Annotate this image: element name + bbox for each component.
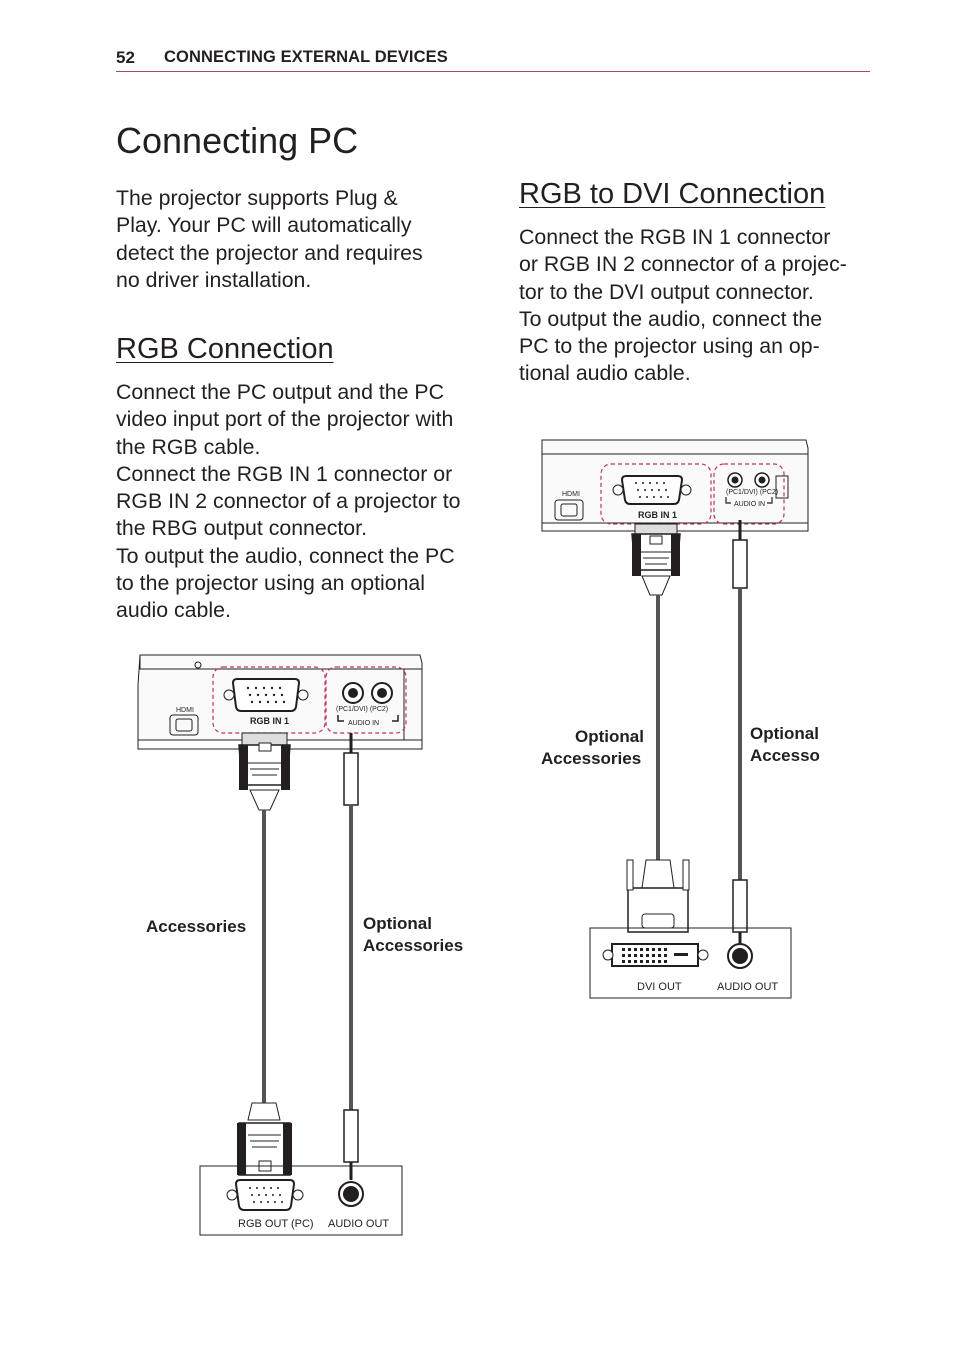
dvi-cable-label-line1: Optional xyxy=(575,727,644,746)
audio-plug-top xyxy=(732,520,748,589)
audio-in-label: AUDIO IN xyxy=(734,501,765,508)
dvi-line: tor to the DVI output connector. xyxy=(519,279,814,304)
pc-audio-out-jack xyxy=(727,943,753,969)
audio-cable-label-line2: Accessories xyxy=(750,746,820,765)
rgb-line: Connect the PC output and the PC xyxy=(116,380,444,404)
audio-plug-bottom xyxy=(732,879,748,948)
pc-rear-panel xyxy=(199,1165,403,1236)
intro-line: detect the projector and requires xyxy=(116,240,423,265)
dvi-line: PC to the projector using an op- xyxy=(519,334,820,359)
audio-in-sub-label: (PC1/DVI) (PC2) xyxy=(726,489,778,496)
rgb-line: to the projector using an optional xyxy=(116,571,426,596)
dvi-cable-label-line2: Accessories xyxy=(541,749,641,768)
rgb-line: the RBG output connector. xyxy=(116,516,367,541)
dvi-out-port xyxy=(602,943,709,967)
dvi-line: Connect the RGB IN 1 connector xyxy=(519,225,831,249)
vga-plug-top xyxy=(238,732,291,811)
rgb-line: Connect the RGB IN 1 connector or xyxy=(116,461,453,486)
hdmi-port-label: HDMI xyxy=(562,491,580,498)
rgb-line: audio cable. xyxy=(116,598,231,623)
hdmi-port-label: HDMI xyxy=(176,707,194,714)
rgb-in-port xyxy=(612,475,692,505)
rgb-in-port xyxy=(223,678,309,712)
rgb-line: To output the audio, connect the PC xyxy=(116,543,455,568)
intro-line: no driver installation. xyxy=(116,267,312,292)
rgb-cable-label: Accessories xyxy=(146,917,246,936)
vga-plug-top xyxy=(631,523,681,596)
vga-plug-bottom xyxy=(237,1102,292,1176)
rgb-line: the RGB cable. xyxy=(116,434,261,459)
dvi-plug-bottom xyxy=(626,859,690,933)
audio-plug-bottom xyxy=(343,1109,359,1180)
intro-paragraph: The projector supports Plug & Play. Your… xyxy=(116,185,476,294)
rgb-connection-heading: RGB Connection xyxy=(116,333,334,365)
pc-rear-panel xyxy=(589,927,792,999)
rgb-connection-diagram: HDMI RGB IN 1 (PC1/DVI) (PC2) AUDIO IN xyxy=(137,654,463,1236)
audio-in-highlight xyxy=(713,463,785,525)
audio-in-label: AUDIO IN xyxy=(348,720,379,727)
intro-line: Play. Your PC will automatically xyxy=(116,213,412,238)
audio-plug-top xyxy=(343,733,359,806)
dvi-connection-paragraph: Connect the RGB IN 1 connector or RGB IN… xyxy=(519,224,879,388)
dvi-line: To output the audio, connect the xyxy=(519,306,823,331)
running-header: CONNECTING EXTERNAL DEVICES xyxy=(164,48,448,66)
audio-cable-label-line1: Optional xyxy=(363,914,432,933)
dvi-line: or RGB IN 2 connector of a projec- xyxy=(519,252,847,277)
pc-audio-out-jack xyxy=(338,1181,364,1207)
audio-in-jacks xyxy=(342,682,393,704)
intro-line: The projector supports Plug & xyxy=(116,186,398,210)
audio-cable-label-line2: Accessories xyxy=(363,936,463,955)
audio-cable-label-line1: Optional xyxy=(750,724,819,743)
audio-out-port-label: AUDIO OUT xyxy=(717,981,778,993)
audio-in-sub-label: (PC1/DVI) (PC2) xyxy=(336,706,388,713)
page-title: Connecting PC xyxy=(116,120,359,161)
audio-in-jacks xyxy=(727,472,770,488)
page-number: 52 xyxy=(116,48,135,67)
rgb-line: video input port of the projector with xyxy=(116,407,454,432)
rgb-in-highlight xyxy=(212,666,326,734)
rgb-in-label: RGB IN 1 xyxy=(638,510,677,520)
audio-out-port-label: AUDIO OUT xyxy=(328,1218,389,1230)
dvi-connection-heading: RGB to DVI Connection xyxy=(519,178,826,210)
rgb-out-port xyxy=(226,1179,304,1211)
rgb-line: RGB IN 2 connector of a projector to xyxy=(116,489,461,514)
audio-in-highlight xyxy=(325,666,407,734)
dvi-line: tional audio cable. xyxy=(519,361,691,386)
dvi-out-port-label: DVI OUT xyxy=(637,981,682,993)
rgb-out-port-label: RGB OUT (PC) xyxy=(238,1218,314,1230)
dvi-connection-diagram: HDMI RGB IN 1 (PC1/DVI) (PC2) AUDIO IN xyxy=(541,439,820,999)
rgb-connection-paragraph: Connect the PC output and the PC video i… xyxy=(116,379,486,625)
header-divider xyxy=(116,71,870,72)
rgb-in-label: RGB IN 1 xyxy=(250,716,289,726)
